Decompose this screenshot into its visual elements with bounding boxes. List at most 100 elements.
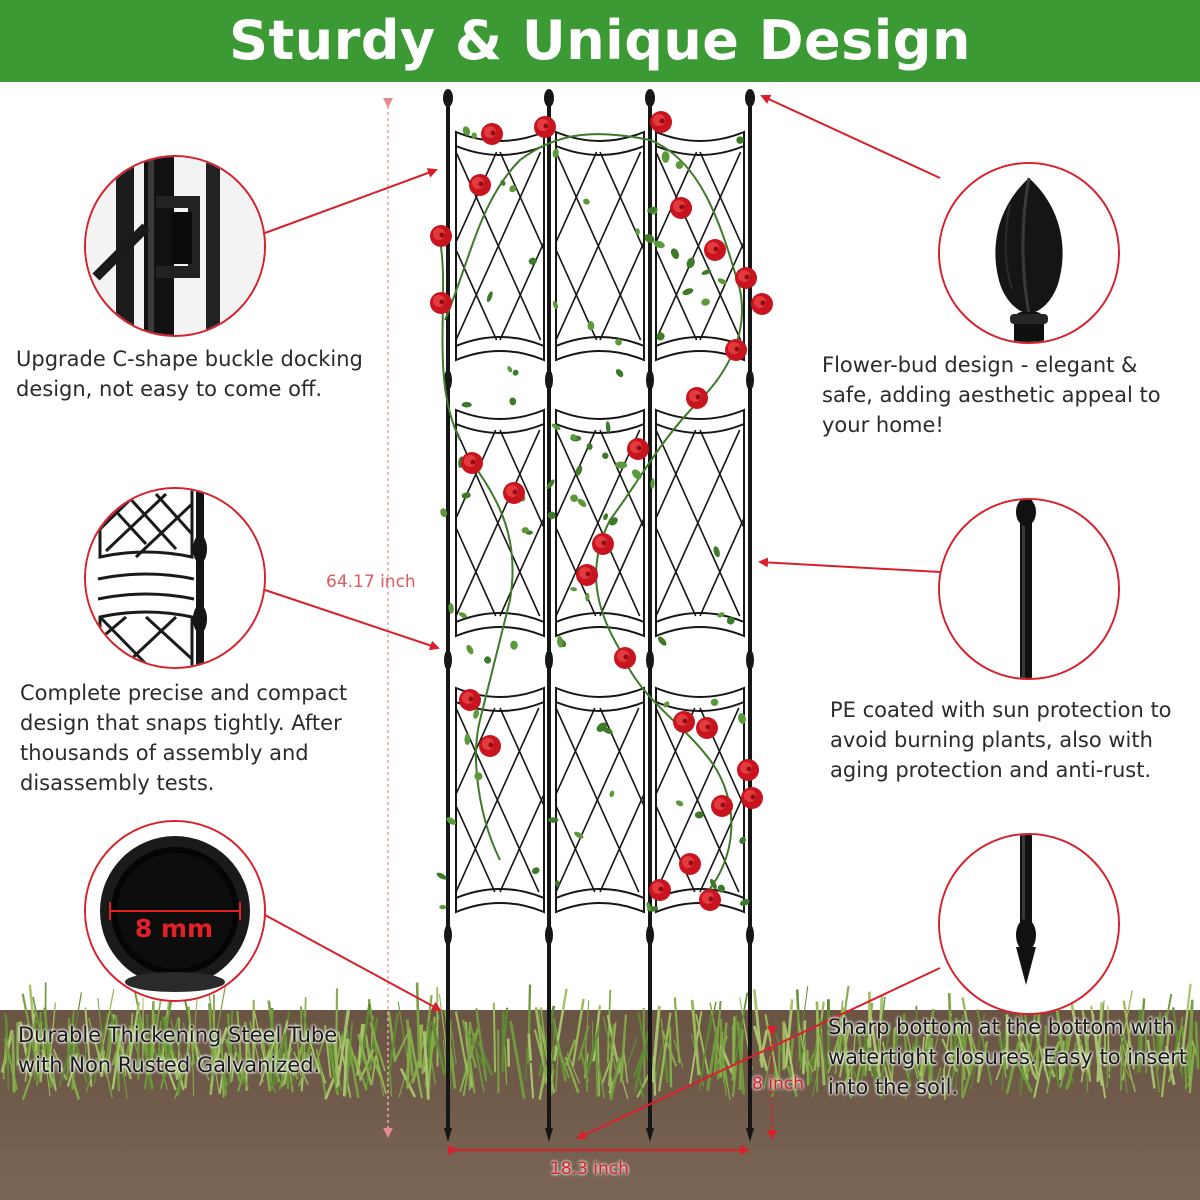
grass-blade (1106, 1054, 1117, 1081)
grass-blade (266, 1040, 282, 1073)
grass-blade (815, 1001, 820, 1068)
grass-blade (85, 1057, 99, 1093)
grass-blade (124, 1025, 135, 1061)
grass-blade (170, 1019, 185, 1067)
grass-blade (69, 992, 82, 1061)
grass-blade (673, 997, 681, 1064)
grass-blade (504, 1045, 508, 1085)
grass-blade (88, 1017, 104, 1076)
tube-caption: Durable Thickening Steel Tube with Non R… (18, 1023, 338, 1077)
grass-blade (102, 1059, 113, 1099)
grass-blade (1106, 1009, 1109, 1089)
grass-blade (527, 1033, 533, 1061)
grass-blade (315, 1048, 328, 1099)
grass-blade (137, 1017, 154, 1090)
grass-blade (1167, 1042, 1181, 1083)
grass-blade (74, 1042, 89, 1084)
grass-blade (345, 1022, 353, 1095)
grass-blade (558, 1051, 570, 1079)
grass-blade (295, 1022, 302, 1077)
grass-blade (58, 1032, 76, 1088)
grass-blade (422, 1031, 430, 1100)
grass-blade (229, 1009, 233, 1076)
grass-blade (259, 1043, 275, 1086)
banner-title: Sturdy & Unique Design (229, 9, 971, 72)
grass-blade (1015, 1061, 1034, 1093)
grass-blade (66, 1052, 79, 1087)
grass-blade (40, 1049, 57, 1091)
grass-blade (191, 1042, 195, 1096)
grass-blade (1095, 1034, 1107, 1099)
grass-blade (430, 1021, 447, 1076)
grass-blade (285, 1050, 299, 1080)
grass-blade (346, 1038, 362, 1080)
grass-blade (950, 1014, 965, 1086)
grass-blade (145, 1013, 152, 1084)
grass-blade (298, 1048, 315, 1087)
tube-cross-section-icon (86, 822, 264, 1000)
grass-blade (970, 1013, 986, 1090)
grass-blade (281, 1053, 285, 1087)
grass-blade (219, 1039, 228, 1096)
grass-blade (953, 1023, 971, 1076)
grass-blade (943, 1068, 946, 1100)
grass-blade (182, 1022, 193, 1067)
grass-blade (650, 1005, 661, 1083)
grass-blade (946, 1049, 955, 1082)
grass-blade (269, 1007, 274, 1083)
grass-blade (327, 1040, 340, 1096)
grass-blade (156, 1020, 162, 1069)
grass-blade (1033, 1026, 1050, 1084)
grass-blade (128, 1013, 134, 1066)
buckle-detail-circle (84, 155, 266, 337)
grass-blade (469, 1022, 485, 1092)
grass-blade (111, 1028, 123, 1090)
grass-blade (227, 1013, 232, 1083)
grass-blade (564, 1039, 577, 1066)
grass-blade (954, 1062, 960, 1090)
c-shape-buckle-icon (86, 157, 264, 335)
grass-blade (553, 988, 568, 1062)
grass-blade (527, 984, 532, 1064)
grass-blade (538, 1005, 556, 1077)
sharp-detail-circle (938, 833, 1120, 1015)
grass-blade (1027, 1040, 1041, 1072)
grass-blade (161, 1054, 177, 1091)
grass-blade (18, 1021, 32, 1077)
grass-blade (269, 1033, 287, 1091)
grass-blade (1136, 1009, 1142, 1074)
grass-blade (375, 1055, 387, 1095)
grass-blade (509, 1020, 526, 1100)
grass-blade (152, 1045, 169, 1091)
grass-blade (303, 1035, 315, 1065)
grass-blade (408, 1027, 424, 1099)
grass-blade (357, 1033, 373, 1086)
grass-blade (128, 1025, 143, 1068)
grass-blade (208, 1003, 215, 1077)
grass-blade (70, 1073, 80, 1100)
grass-blade (163, 1016, 180, 1078)
grass-blade (668, 1026, 673, 1088)
grass-blade (365, 1044, 382, 1077)
grass-blade (506, 1038, 511, 1067)
grass-blade (1033, 1060, 1044, 1098)
grass-blade (97, 997, 106, 1065)
grass-blade (555, 1041, 560, 1092)
grass-blade (356, 1023, 365, 1075)
grass-blade (1175, 1016, 1184, 1068)
grass-blade (595, 1039, 599, 1098)
grass-blade (1045, 1046, 1057, 1094)
grass-blade (1083, 1013, 1092, 1066)
grass-blade (1156, 993, 1173, 1071)
grass-blade (236, 1011, 244, 1080)
grass-blade (625, 1038, 638, 1070)
grass-blade (121, 1038, 127, 1077)
coating-detail-circle (938, 498, 1120, 680)
grass-blade (415, 982, 421, 1061)
grass-blade (1118, 1019, 1133, 1064)
grass-blade (418, 1024, 424, 1070)
grass-blade (1120, 1024, 1130, 1067)
grass-blade (52, 1048, 68, 1081)
grass-blade (397, 1001, 409, 1065)
